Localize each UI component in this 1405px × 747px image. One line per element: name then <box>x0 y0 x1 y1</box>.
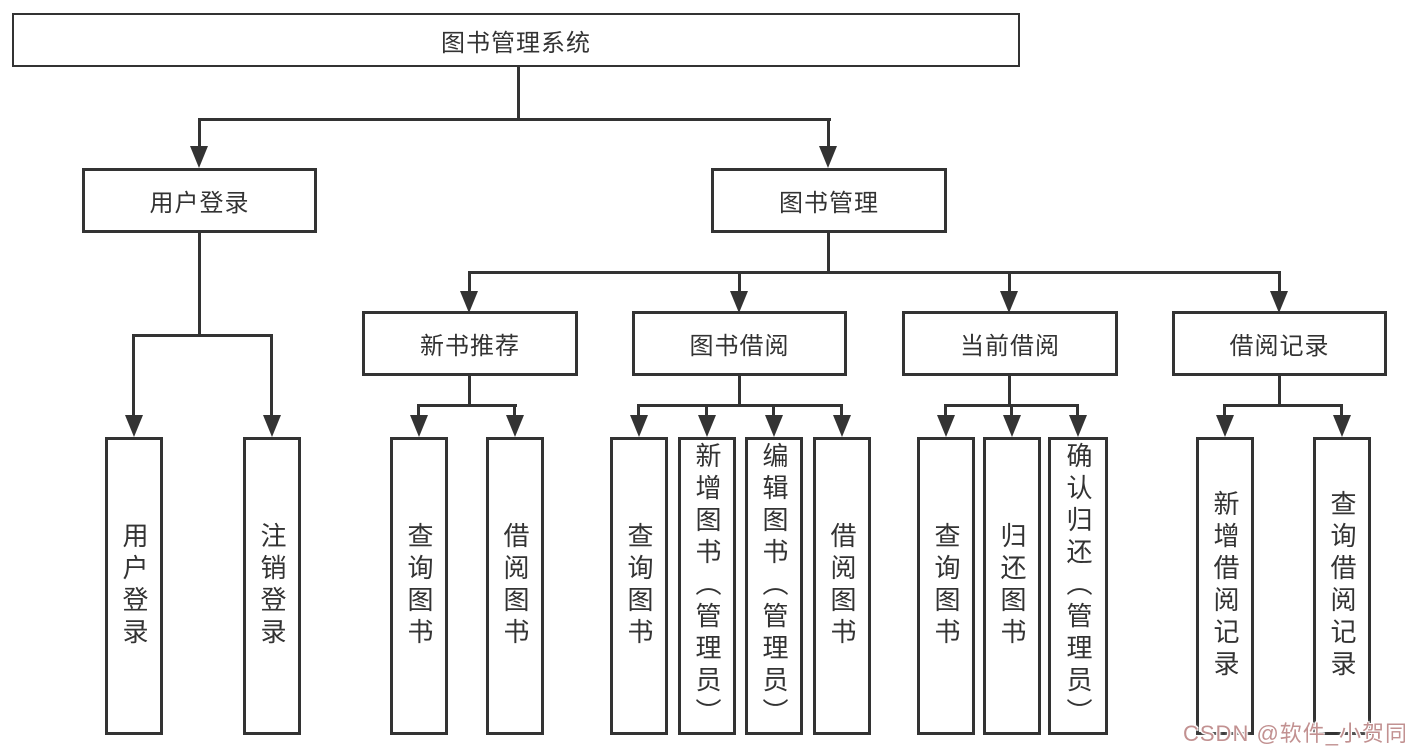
arrow-head-icon <box>730 291 748 313</box>
leaf-rec-borrow-books: 借阅图书 <box>486 437 544 735</box>
leaf-cb-query-books: 查询图书 <box>917 437 975 735</box>
node-user-login: 用户登录 <box>82 168 317 233</box>
node-current-borrow: 当前借阅 <box>902 311 1118 376</box>
leaf-bb-query-books: 查询图书 <box>610 437 668 735</box>
connector-line <box>738 274 741 292</box>
arrow-head-icon <box>819 146 837 168</box>
connector-line <box>468 376 471 406</box>
leaf-rec-borrow-books-label: 借阅图书 <box>500 522 530 650</box>
connector-line <box>827 121 830 148</box>
leaf-user-login-label: 用户登录 <box>119 522 149 650</box>
connector-line <box>270 337 273 417</box>
leaf-rec-query-books-label: 查询图书 <box>404 522 434 650</box>
connector-line <box>198 121 201 148</box>
leaf-bb-add-books-label: 新增图书（管理员） <box>692 442 722 730</box>
arrow-head-icon <box>1000 291 1018 313</box>
connector-line <box>944 407 947 417</box>
arrow-head-icon <box>1333 415 1351 437</box>
leaf-bb-query-books-label: 查询图书 <box>624 522 654 650</box>
arrow-head-icon <box>937 415 955 437</box>
node-book-borrow: 图书借阅 <box>632 311 847 376</box>
connector-line <box>1008 376 1011 406</box>
arrow-head-icon <box>460 291 478 313</box>
connector-line <box>738 376 741 406</box>
leaf-rec-query-books: 查询图书 <box>390 437 448 735</box>
leaf-cb-return-books: 归还图书 <box>983 437 1041 735</box>
connector-line <box>198 233 201 336</box>
leaf-logout-label: 注销登录 <box>257 522 287 650</box>
connector-line <box>132 337 135 417</box>
leaf-bb-borrow-books: 借阅图书 <box>813 437 871 735</box>
node-book-management: 图书管理 <box>711 168 947 233</box>
node-borrow-records-label: 借阅记录 <box>1229 333 1330 360</box>
node-root-label: 图书管理系统 <box>441 29 591 57</box>
connector-line <box>468 271 1281 274</box>
csdn-watermark-text: CSDN @软件_小贺同学 <box>1183 721 1405 746</box>
leaf-br-query-record: 查询借阅记录 <box>1313 437 1371 735</box>
connector-line <box>1340 407 1343 417</box>
node-new-book-recommend-label: 新书推荐 <box>420 333 520 360</box>
node-book-management-label: 图书管理 <box>779 190 879 217</box>
arrow-head-icon <box>1270 291 1288 313</box>
connector-line <box>1076 407 1079 417</box>
leaf-cb-return-books-label: 归还图书 <box>997 522 1027 650</box>
connector-line <box>827 233 830 273</box>
connector-line <box>1278 376 1281 406</box>
leaf-br-add-record-label: 新增借阅记录 <box>1210 490 1240 682</box>
arrow-head-icon <box>1069 415 1087 437</box>
arrow-head-icon <box>190 146 208 168</box>
connector-line <box>840 407 843 417</box>
arrow-head-icon <box>630 415 648 437</box>
leaf-logout: 注销登录 <box>243 437 301 735</box>
connector-line <box>132 334 273 337</box>
connector-line <box>944 404 1079 407</box>
leaf-cb-query-books-label: 查询图书 <box>931 522 961 650</box>
node-book-borrow-label: 图书借阅 <box>689 333 790 360</box>
leaf-bb-borrow-books-label: 借阅图书 <box>827 522 857 650</box>
connector-line <box>1223 404 1343 407</box>
leaf-user-login: 用户登录 <box>105 437 163 735</box>
arrow-head-icon <box>410 415 428 437</box>
leaf-cb-confirm-return: 确认归还（管理员） <box>1048 437 1108 735</box>
leaf-bb-edit-books-label: 编辑图书（管理员） <box>759 442 789 730</box>
node-user-login-label: 用户登录 <box>149 190 250 217</box>
node-new-book-recommend: 新书推荐 <box>362 311 578 376</box>
node-root: 图书管理系统 <box>12 13 1020 67</box>
connector-line <box>705 407 708 417</box>
connector-line <box>772 407 775 417</box>
connector-line <box>468 274 471 292</box>
connector-line <box>517 67 520 120</box>
leaf-br-add-record: 新增借阅记录 <box>1196 437 1254 735</box>
leaf-br-query-record-label: 查询借阅记录 <box>1327 490 1357 682</box>
connector-line <box>1008 274 1011 292</box>
connector-line <box>637 407 640 417</box>
arrow-head-icon <box>1216 415 1234 437</box>
connector-line <box>513 407 516 417</box>
arrow-head-icon <box>698 415 716 437</box>
arrow-head-icon <box>263 415 281 437</box>
leaf-bb-add-books: 新增图书（管理员） <box>678 437 736 735</box>
leaf-cb-confirm-return-label: 确认归还（管理员） <box>1063 442 1093 730</box>
connector-line <box>1278 274 1281 292</box>
connector-line <box>637 404 843 407</box>
arrow-head-icon <box>765 415 783 437</box>
arrow-head-icon <box>506 415 524 437</box>
arrow-head-icon <box>125 415 143 437</box>
connector-line <box>198 118 831 121</box>
csdn-watermark: CSDN @软件_小贺同学 <box>1183 716 1405 747</box>
leaf-bb-edit-books: 编辑图书（管理员） <box>745 437 803 735</box>
connector-line <box>1010 407 1013 417</box>
connector-line <box>417 407 420 417</box>
connector-line <box>417 404 517 407</box>
node-current-borrow-label: 当前借阅 <box>960 333 1060 360</box>
arrow-head-icon <box>833 415 851 437</box>
connector-line <box>1223 407 1226 417</box>
node-borrow-records: 借阅记录 <box>1172 311 1387 376</box>
arrow-head-icon <box>1003 415 1021 437</box>
